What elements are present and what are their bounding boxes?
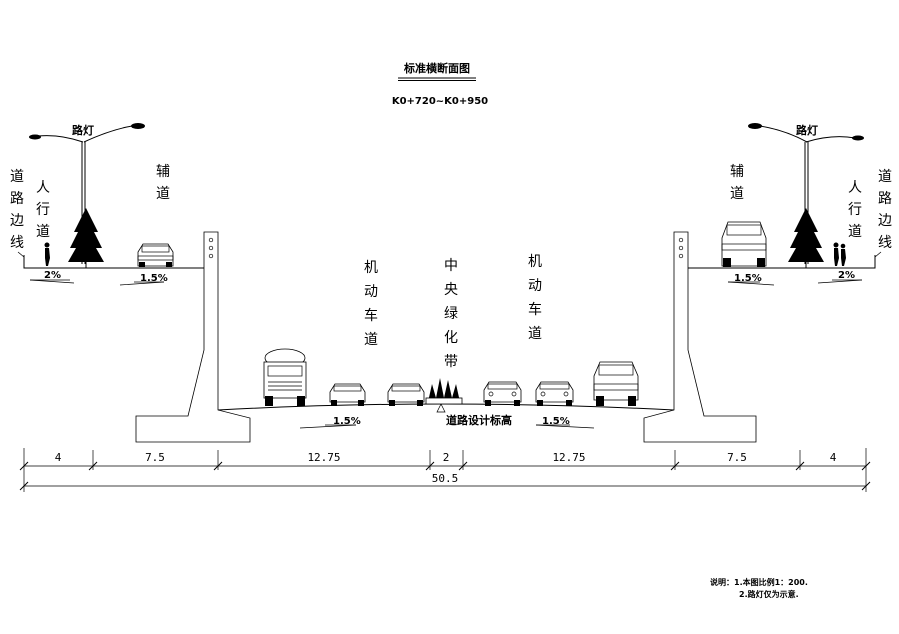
svg-text:辅: 辅 — [156, 164, 170, 180]
main-carriageway — [217, 403, 675, 411]
svg-text:人: 人 — [36, 180, 50, 196]
slope-ped-left: 2% — [29, 270, 75, 284]
svg-text:边: 边 — [878, 213, 892, 229]
pickup-truck-icon — [721, 221, 767, 267]
dimension-chain — [19, 448, 871, 492]
shrub-icon — [425, 378, 463, 405]
note-line-2: 2.路灯仅为示意. — [739, 589, 799, 599]
lamp-label-left: 路灯 — [72, 123, 94, 137]
median-label: 中 央 绿 化 带 — [444, 258, 458, 370]
car-icon — [387, 383, 425, 406]
svg-text:车: 车 — [364, 307, 378, 324]
svg-text:道: 道 — [156, 186, 170, 202]
edge-label-left: 道 路 边 线 — [10, 169, 24, 251]
car-icon — [137, 243, 174, 267]
svg-text:道: 道 — [730, 186, 744, 202]
edge-label-right: 道 路 边 线 — [878, 169, 892, 251]
svg-text:绿: 绿 — [444, 306, 458, 322]
wall-bolt — [678, 253, 684, 259]
dim-total: 50.5 — [432, 472, 459, 485]
svg-text:车: 车 — [528, 301, 542, 318]
dim-ped-right: 4 — [830, 451, 837, 464]
slope-aux-right: 1.5% — [727, 273, 775, 286]
tree-icon — [788, 208, 824, 268]
svg-text:1.5%: 1.5% — [734, 273, 762, 284]
motor-label-left: 机 动 车 道 — [364, 260, 378, 348]
svg-text:1.5%: 1.5% — [140, 273, 168, 284]
wall-bolt — [208, 253, 214, 259]
dim-median: 2 — [443, 451, 450, 464]
left-edge-mark — [17, 251, 25, 258]
slope-main-right: 1.5% — [535, 416, 595, 429]
left-surface — [23, 255, 210, 269]
wall-bolt — [208, 245, 214, 251]
note-line-1: 说明：1.本图比例1：200. — [710, 577, 808, 587]
svg-text:道: 道 — [848, 224, 862, 240]
tree-icon — [68, 208, 104, 268]
svg-text:中: 中 — [444, 258, 458, 274]
svg-text:辅: 辅 — [730, 164, 744, 180]
right-retaining-wall — [643, 231, 757, 443]
svg-text:化: 化 — [444, 330, 458, 346]
svg-text:央: 央 — [444, 282, 458, 298]
pickup-truck-icon — [593, 361, 639, 406]
right-surface — [688, 255, 876, 269]
right-edge-mark — [874, 251, 882, 258]
lamp-label-right: 路灯 — [796, 123, 818, 137]
car-icon — [329, 383, 366, 406]
slope-ped-right: 2% — [817, 270, 863, 284]
left-retaining-wall — [135, 231, 251, 443]
svg-text:人: 人 — [848, 180, 862, 196]
svg-text:机: 机 — [528, 254, 542, 270]
svg-text:路: 路 — [10, 191, 24, 207]
dim-main-left: 12.75 — [307, 451, 340, 464]
design-elevation-marker — [436, 403, 446, 413]
svg-text:线: 线 — [878, 235, 892, 251]
svg-text:1.5%: 1.5% — [333, 416, 361, 427]
wall-bolt — [208, 237, 214, 243]
tanker-truck-icon — [263, 348, 307, 406]
svg-text:行: 行 — [848, 202, 862, 218]
wall-bolt — [678, 245, 684, 251]
slope-main-left: 1.5% — [299, 416, 361, 429]
svg-text:道: 道 — [10, 169, 24, 185]
svg-text:2%: 2% — [838, 270, 855, 281]
car-icon — [483, 381, 522, 406]
motor-label-right: 机 动 车 道 — [528, 254, 542, 342]
pedestrian-label-right: 人 行 道 — [848, 180, 862, 240]
pedestrian-icon — [833, 242, 846, 266]
svg-text:1.5%: 1.5% — [542, 416, 570, 427]
svg-text:带: 带 — [444, 354, 458, 370]
dim-ped-left: 4 — [55, 451, 62, 464]
svg-text:道: 道 — [878, 169, 892, 185]
car-icon — [535, 381, 574, 406]
svg-text:动: 动 — [364, 284, 378, 300]
station-range: K0+720~K0+950 — [392, 96, 488, 107]
svg-text:道: 道 — [36, 224, 50, 240]
dim-aux-right: 7.5 — [727, 451, 747, 464]
aux-label-left: 辅 道 — [156, 164, 170, 202]
svg-text:线: 线 — [10, 235, 24, 251]
svg-text:路: 路 — [878, 191, 892, 207]
svg-text:2%: 2% — [44, 270, 61, 281]
svg-text:动: 动 — [528, 278, 542, 294]
dim-main-right: 12.75 — [552, 451, 585, 464]
drawing-title: 标准横断面图 — [403, 61, 470, 75]
svg-text:边: 边 — [10, 213, 24, 229]
svg-text:道: 道 — [528, 326, 542, 342]
wall-bolt — [678, 237, 684, 243]
aux-label-right: 辅 道 — [730, 164, 744, 202]
pedestrian-label-left: 人 行 道 — [36, 180, 50, 240]
pedestrian-icon — [44, 242, 50, 266]
svg-text:行: 行 — [36, 202, 50, 218]
svg-text:道: 道 — [364, 332, 378, 348]
svg-text:机: 机 — [364, 260, 378, 276]
design-elevation-label: 道路设计标高 — [446, 413, 512, 427]
slope-aux-left: 1.5% — [119, 273, 168, 286]
dim-aux-left: 7.5 — [145, 451, 165, 464]
